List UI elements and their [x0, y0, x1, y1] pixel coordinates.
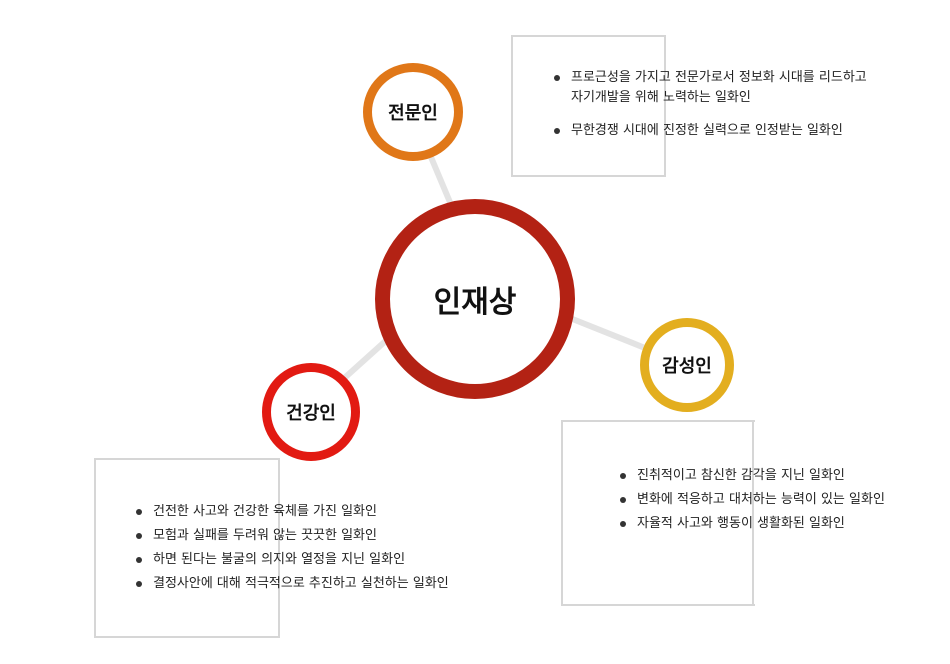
expert-item-2-line-1: 무한경쟁 시대에 진정한 실력으로 인정받는 일화인	[571, 123, 843, 138]
node-emotion: 감성인	[640, 318, 734, 412]
connector-emotion	[563, 313, 652, 353]
health-trait-list: 건전한 사고와 건강한 육체를 가진 일화인 모험과 실패를 두려워 않는 끗끗…	[135, 502, 449, 598]
list-item: 진취적이고 참신한 감각을 지닌 일화인	[619, 466, 885, 486]
center-node-talent: 인재상	[375, 199, 575, 399]
list-item: 변화에 적응하고 대처하는 능력이 있는 일화인	[619, 490, 885, 510]
list-item: 프로근성을 가지고 전문가로서 정보화 시대를 리드하고 자기개발을 위해 노력…	[553, 68, 867, 108]
list-item: 자율적 사고와 행동이 생활화된 일화인	[619, 514, 885, 534]
expert-item-1-line-2: 자기개발을 위해 노력하는 일화인	[571, 90, 751, 105]
list-item: 건전한 사고와 건강한 육체를 가진 일화인	[135, 502, 449, 522]
emotion-trait-list: 진취적이고 참신한 감각을 지닌 일화인 변화에 적응하고 대처하는 능력이 있…	[619, 466, 885, 538]
list-item: 무한경쟁 시대에 진정한 실력으로 인정받는 일화인	[553, 121, 867, 141]
node-expert-label: 전문인	[388, 103, 438, 124]
health-box-right-edge	[278, 458, 280, 638]
connector-health	[337, 334, 393, 385]
center-node-label: 인재상	[433, 285, 517, 320]
expert-description-box	[511, 35, 666, 177]
expert-item-1-line-1: 프로근성을 가지고 전문가로서 정보화 시대를 리드하고	[571, 70, 867, 85]
connector-expert	[425, 148, 455, 209]
node-health-label: 건강인	[286, 403, 336, 424]
list-item: 하면 된다는 불굴의 의지와 열정을 지닌 일화인	[135, 550, 449, 570]
list-item: 결정사안에 대해 적극적으로 추진하고 실천하는 일화인	[135, 574, 449, 594]
node-health: 건강인	[262, 363, 360, 461]
emotion-box-right-edge	[752, 420, 754, 606]
health-description-box	[94, 458, 280, 638]
node-emotion-label: 감성인	[662, 356, 712, 377]
emotion-description-box	[561, 420, 755, 606]
expert-box-right-edge	[664, 35, 666, 177]
list-item: 모험과 실패를 두려워 않는 끗끗한 일화인	[135, 526, 449, 546]
node-expert: 전문인	[363, 63, 463, 161]
expert-trait-list: 프로근성을 가지고 전문가로서 정보화 시대를 리드하고 자기개발을 위해 노력…	[553, 68, 867, 154]
